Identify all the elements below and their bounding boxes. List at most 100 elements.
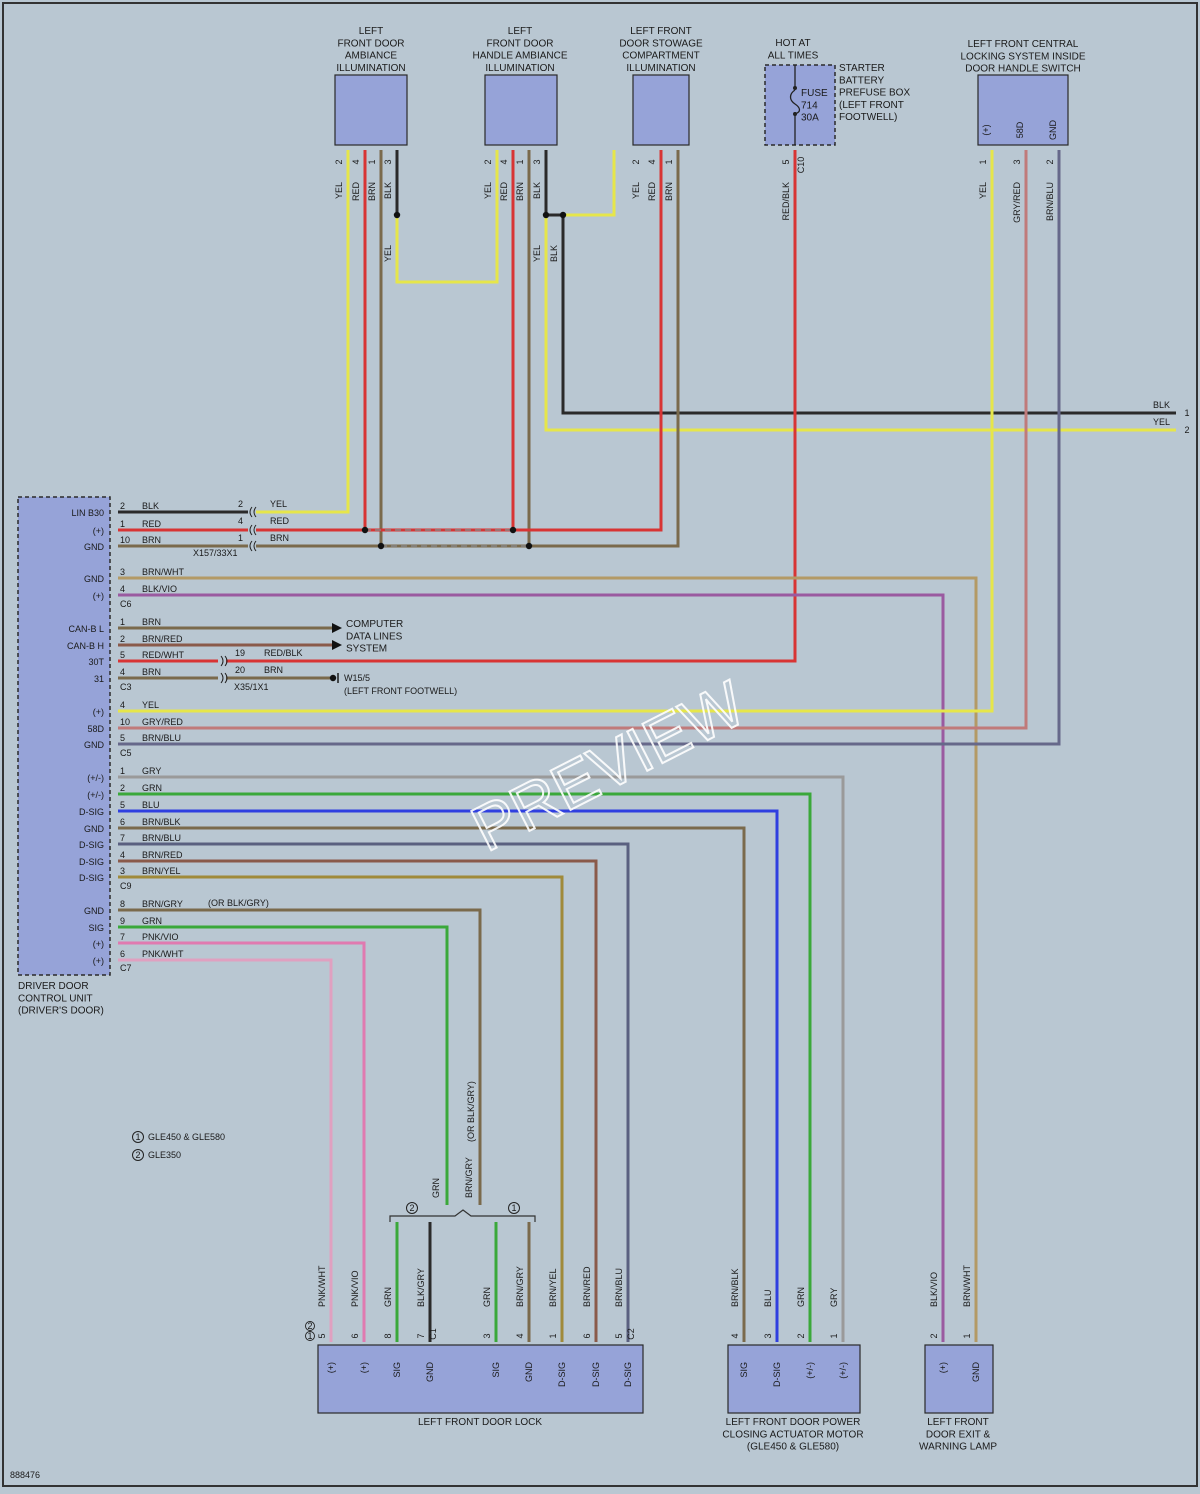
wire-color-label: BLK <box>532 182 542 199</box>
note-marker-icon <box>132 1149 144 1161</box>
ddcu-wire-pin: 10 <box>120 717 130 727</box>
door-lock-box <box>317 1344 644 1414</box>
wire-dashed-links <box>365 529 529 547</box>
wire-brn-blk-actuator <box>118 826 746 1342</box>
pin-number: 6 <box>350 1333 360 1338</box>
pin-number: 5 <box>781 159 791 164</box>
connector-c5: C5 <box>120 748 132 758</box>
preview-watermark: PREVIEW <box>460 667 756 865</box>
pin-number: 2 <box>631 159 641 164</box>
connector-c10: C10 <box>796 157 806 174</box>
actuator-title: CLOSING ACTUATOR MOTOR <box>722 1429 863 1440</box>
wire-pnk-vio-lock <box>118 941 366 1342</box>
pin-function: 58D <box>1015 121 1025 138</box>
actuator-title: (GLE450 & GLE580) <box>747 1442 839 1453</box>
wire-yel-jumper-1 <box>395 150 499 284</box>
top-pin-labels: 2YEL4RED1BRN3BLK2YEL4RED1BRN3BLK2YEL4RED… <box>334 120 1190 436</box>
prefuse-box <box>764 64 836 146</box>
handle-title: FRONT DOOR <box>486 38 553 49</box>
pin-number: 3 <box>1012 159 1022 164</box>
ddcu-wire-pin: 10 <box>120 535 130 545</box>
wire-color-label: GRN <box>383 1287 393 1307</box>
door-handle-switch-box <box>977 74 1069 146</box>
pin-function: GND <box>971 1362 981 1383</box>
ddcu-pin-power: (+) <box>93 939 104 949</box>
note-number: 1 <box>135 1132 140 1142</box>
ddcu-wire-color: RED <box>142 519 162 529</box>
wire-blu-actuator <box>118 809 779 1342</box>
pin-number: 1 <box>548 1333 558 1338</box>
wire-color-label: BRN <box>515 182 525 201</box>
wire-color-label: BLK/VIO <box>929 1272 939 1307</box>
ddcu-pin-signal: SIG <box>88 923 104 933</box>
hot-at-all-times: HOT AT <box>775 38 810 49</box>
pin-number: 3 <box>383 159 393 164</box>
ground-location: (LEFT FRONT FOOTWELL) <box>344 686 457 696</box>
actuator-title: LEFT FRONT DOOR POWER <box>726 1417 861 1428</box>
bus-number: 1 <box>1184 408 1189 418</box>
ddcu-wire-pin: 5 <box>120 650 125 660</box>
ddcu-wire-color: RED/WHT <box>142 650 184 660</box>
variant-number: 1 <box>307 1331 312 1341</box>
handle-title: HANDLE AMBIANCE <box>472 51 567 62</box>
prefuse-box-title: STARTER <box>839 63 885 74</box>
pin-number: 8 <box>383 1333 393 1338</box>
variant-marker-icon <box>406 1202 418 1214</box>
connector-x35: X35/1X1 <box>234 682 269 692</box>
ddcu-pin-lin-b30: LIN B30 <box>71 508 104 518</box>
wire-brn-blu-lock <box>118 842 630 1342</box>
wire-color-label: BRN/GRY <box>464 1157 474 1198</box>
wire-yel-bus <box>544 215 1176 432</box>
pin-number: 3 <box>532 159 542 164</box>
ambiance-title: LEFT <box>359 26 383 37</box>
ddcu-wire-pin: 7 <box>120 833 125 843</box>
wire-brn-yel-lock <box>118 875 564 1342</box>
connector-x35-icon <box>220 655 228 684</box>
variant-marker-icon <box>305 1321 315 1331</box>
note-marker-icon <box>132 1131 144 1143</box>
pin-function: GND <box>524 1362 534 1383</box>
ddcu-pin-digital-signal: D-SIG <box>79 807 104 817</box>
fuse-terminal-icon <box>793 86 797 90</box>
fuse-label: 714 <box>801 100 818 111</box>
wire-color-label: BRN/RED <box>582 1266 592 1307</box>
alt-color-note: (OR BLK/GRY) <box>208 898 269 908</box>
handle-title: LEFT <box>508 26 532 37</box>
splice-dots <box>361 211 567 550</box>
stowage-title: COMPARTMENT <box>622 51 699 62</box>
ddcu-wire-color: BRN/BLK <box>142 817 181 827</box>
ambiance-illumination-box <box>334 74 408 146</box>
wire-color-label: YEL <box>631 182 641 199</box>
wire-color-label: YEL <box>532 245 542 262</box>
x35-wire-color: RED/BLK <box>264 648 303 658</box>
pin-function: D-SIG <box>772 1362 782 1387</box>
wire-yel-ambiance <box>256 150 350 514</box>
pin-function: (+/-) <box>838 1362 848 1379</box>
x157-wire-color: YEL <box>270 499 287 509</box>
wire-color-label: RED <box>499 182 509 202</box>
ddcu-wire-color: BRN/YEL <box>142 866 181 876</box>
x35-pin: 20 <box>235 665 245 675</box>
ddcu-wire-color: BRN/RED <box>142 634 183 644</box>
wire-pnk-wht-lock <box>118 958 333 1342</box>
x157-wire-color: BRN <box>270 533 289 543</box>
ddcu-wire-pin: 8 <box>120 899 125 909</box>
ddcu-wire-color: BRN/BLU <box>142 733 181 743</box>
ddcu-pin-ground: GND <box>84 740 105 750</box>
wire-layer <box>118 150 1176 1342</box>
pin-function: GND <box>425 1362 435 1383</box>
ground-point-icon <box>329 674 337 682</box>
pin-number: 3 <box>482 1333 492 1338</box>
fuse-label: FUSE <box>801 88 828 99</box>
ddcu-wire-color: GRN <box>142 916 162 926</box>
wire-red-stowage <box>256 150 663 532</box>
pin-number: 4 <box>730 1333 740 1338</box>
ddcu-pin-power: (+) <box>93 707 104 717</box>
wire-color-label: GRN <box>431 1178 441 1198</box>
prefuse-box-title: FOOTWELL) <box>839 112 897 123</box>
ddcu-wire-pin: 4 <box>120 667 125 677</box>
pin-number: 2 <box>483 159 493 164</box>
pin-function: D-SIG <box>623 1362 633 1387</box>
